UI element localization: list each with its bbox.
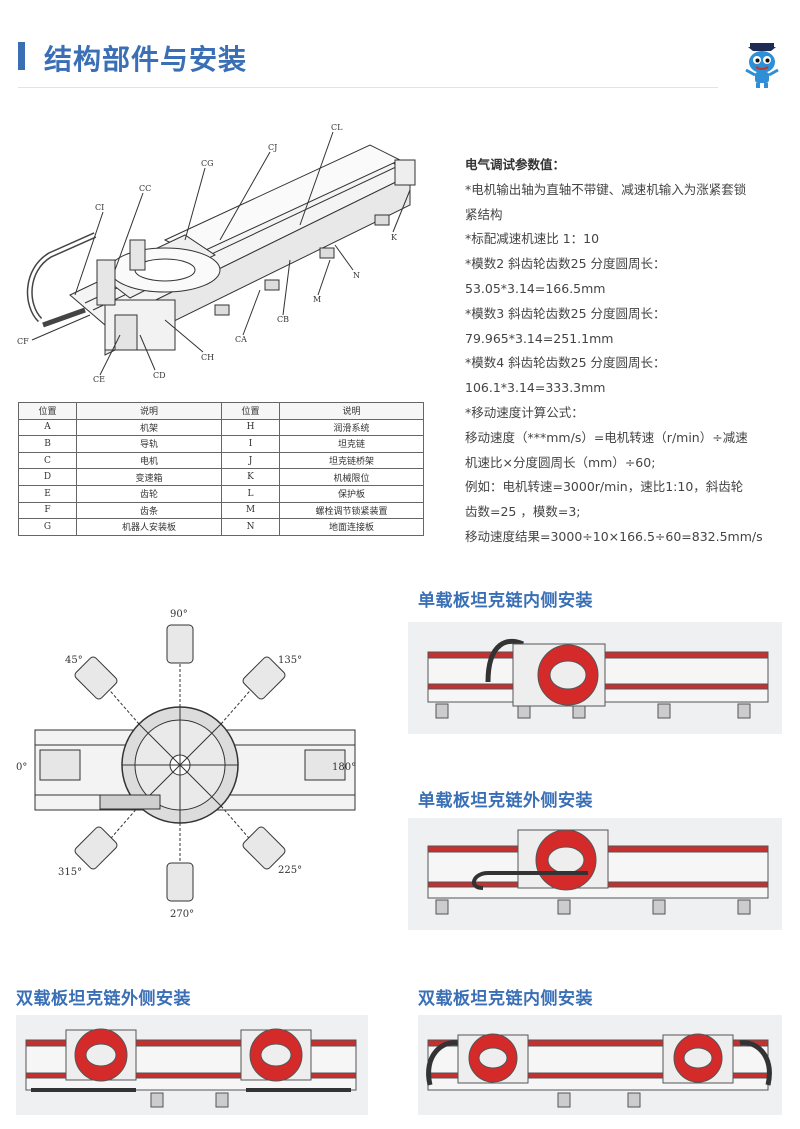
section-title-single-outer: 单载板坦克链外侧安装 <box>418 791 593 811</box>
params-line: *移动速度计算公式： <box>465 404 584 420</box>
params-line: *标配减速机速比 1：10 <box>465 231 600 247</box>
table-cell: 变速箱 <box>76 468 222 486</box>
angle-label-270: 270° <box>170 909 194 920</box>
table-row: A 机架 H 润滑系统 <box>18 418 424 437</box>
table-cell: 电机 <box>76 451 222 470</box>
params-line: 紧结构 <box>465 206 503 222</box>
mascot-logo-icon <box>745 43 779 88</box>
table-header-description: 说明 <box>76 402 222 420</box>
table-cell: H <box>221 418 280 437</box>
table-cell: M <box>221 501 280 520</box>
params-line: 移动速度结果=3000÷10×166.5÷60=832.5mm/s <box>465 528 763 544</box>
table-cell: 螺栓调节锁紧装置 <box>279 501 424 520</box>
table-cell: E <box>18 484 77 503</box>
drawing-label-e: CE <box>93 375 105 384</box>
table-row: C 电机 J 坦克链桥架 <box>18 451 424 470</box>
params-title: 电气调试参数值： <box>465 157 566 172</box>
angle-label-180: 180° <box>332 762 356 773</box>
drawing-label-n: N <box>353 271 360 280</box>
page-title: 结构部件与安装 <box>44 43 248 76</box>
table-row: G 机器人安装板 N 地面连接板 <box>18 518 424 536</box>
angle-label-45: 45° <box>65 655 83 666</box>
params-line: *模数2 斜齿轮齿数25 分度圆周长： <box>465 256 666 272</box>
table-cell: 坦克链桥架 <box>279 451 424 470</box>
table-cell: 润滑系统 <box>279 418 424 437</box>
page-header: 结构部件与安装 <box>18 38 718 88</box>
drawing-label-m: M <box>313 295 321 304</box>
table-cell: K <box>221 468 280 486</box>
drawing-label-a: CA <box>235 335 247 344</box>
table-cell: D <box>18 468 77 486</box>
rotation-angle-diagram: 90° 45° 135° 0° 180° 315° 225° 270° <box>16 609 356 920</box>
params-line: 例如：电机转速=3000r/min，速比1:10，斜齿轮 <box>465 479 744 495</box>
table-cell: 地面连接板 <box>279 518 424 536</box>
params-line: *电机输出轴为直轴不带键、减速机输入为涨紧套锁 <box>465 181 747 197</box>
table-row: D 变速箱 K 机械限位 <box>18 468 424 486</box>
drawing-label-l: CL <box>331 123 343 132</box>
single-outer-install-image <box>408 818 782 930</box>
table-row: F 齿条 M 螺栓调节锁紧装置 <box>18 501 424 520</box>
section-title-double-outer: 双载板坦克链外侧安装 <box>16 989 191 1009</box>
table-header-description: 说明 <box>279 402 424 420</box>
drawing-label-b: CB <box>277 315 289 324</box>
table-cell: 保护板 <box>279 484 424 503</box>
table-cell: F <box>18 501 77 520</box>
drawing-label-d: CD <box>153 371 166 380</box>
section-title-double-inner: 双载板坦克链内侧安装 <box>418 989 593 1009</box>
params-line: 移动速度（***mm/s）=电机转速（r/min）÷减速 <box>465 429 748 445</box>
drawing-label-c: CC <box>139 184 151 193</box>
drawing-label-i: CI <box>95 203 104 212</box>
params-line: 53.05*3.14=166.5mm <box>465 280 606 296</box>
params-line: 齿数=25 ，模数=3; <box>465 504 581 520</box>
params-line: 机速比×分度圆周长（mm）÷60; <box>465 454 656 470</box>
title-accent-bar <box>18 42 25 70</box>
table-cell: 机架 <box>76 418 222 437</box>
drawing-label-j: CJ <box>268 143 277 152</box>
params-line: 106.1*3.14=333.3mm <box>465 380 606 396</box>
drawing-label-g: CG <box>201 159 214 168</box>
electrical-params: 电气调试参数值： *电机输出轴为直轴不带键、减速机输入为涨紧套锁 紧结构 *标配… <box>465 153 785 550</box>
params-line: *模数3 斜齿轮齿数25 分度圆周长： <box>465 305 666 321</box>
table-cell: 机械限位 <box>279 468 424 486</box>
table-cell: 机器人安装板 <box>76 518 222 536</box>
table-row: B 导轨 I 坦克链 <box>18 435 424 453</box>
table-cell: L <box>221 484 280 503</box>
table-cell: 齿条 <box>76 501 222 520</box>
table-header-row: 位置 说明 位置 说明 <box>18 402 424 420</box>
angle-label-90: 90° <box>170 609 188 620</box>
drawing-label-f: CF <box>17 337 29 346</box>
table-header-position: 位置 <box>221 402 280 420</box>
table-cell: I <box>221 435 280 453</box>
double-outer-install-image <box>16 1015 368 1115</box>
table-cell: B <box>18 435 77 453</box>
table-cell: 导轨 <box>76 435 222 453</box>
table-cell: C <box>18 451 77 470</box>
single-inner-install-image <box>408 622 782 734</box>
assembly-isometric-drawing: CL CJ CG CC CI CF CE CD CH CA CB M N K <box>17 123 416 384</box>
section-title-single-inner: 单载板坦克链内侧安装 <box>418 591 593 611</box>
params-line: *模数4 斜齿轮齿数25 分度圆周长： <box>465 355 666 371</box>
double-inner-install-image <box>418 1015 782 1115</box>
params-line: 79.965*3.14=251.1mm <box>465 330 614 346</box>
parts-table: 位置 说明 位置 说明 A 机架 H 润滑系统 B 导轨 I 坦克链 C 电机 … <box>18 402 424 536</box>
table-row: E 齿轮 L 保护板 <box>18 484 424 503</box>
drawing-label-h: CH <box>201 353 214 362</box>
table-cell: J <box>221 451 280 470</box>
angle-label-135: 135° <box>278 655 302 666</box>
table-cell: N <box>221 518 280 536</box>
table-cell: G <box>18 518 77 536</box>
angle-label-315: 315° <box>58 867 82 878</box>
table-cell: 齿轮 <box>76 484 222 503</box>
angle-label-225: 225° <box>278 865 302 876</box>
table-cell: 坦克链 <box>279 435 424 453</box>
table-cell: A <box>18 418 77 437</box>
angle-label-0: 0° <box>16 762 27 773</box>
drawing-label-k: K <box>391 233 398 242</box>
table-header-position: 位置 <box>18 402 77 420</box>
